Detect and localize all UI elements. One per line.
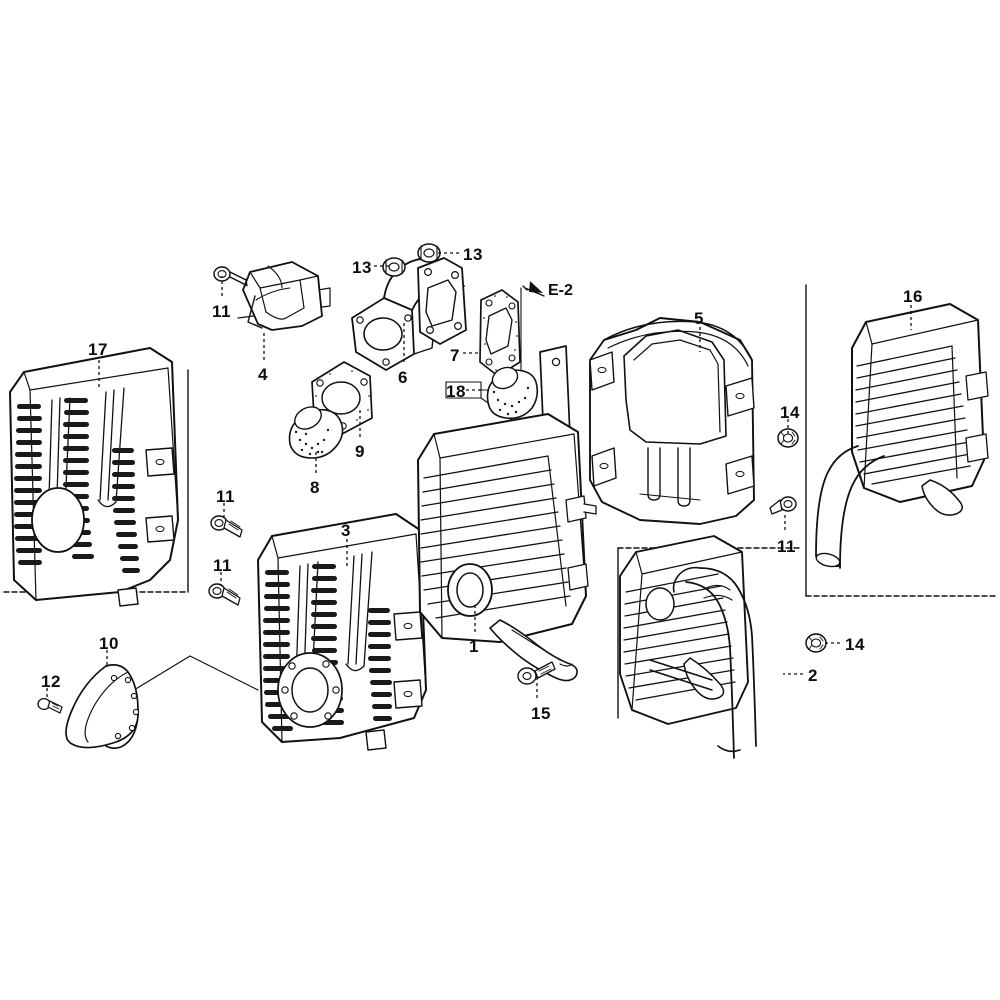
part-11-flange-bolt-d — [769, 496, 797, 515]
callout-11: 11 — [777, 537, 796, 556]
part-15-flange-bolt-long — [517, 661, 556, 685]
callout-3: 3 — [341, 521, 351, 540]
callout-11: 11 — [212, 302, 231, 321]
callout-12: 12 — [41, 672, 61, 691]
part-11-flange-bolt-b — [210, 515, 243, 538]
part-1-muffler-body — [417, 413, 597, 682]
part-14-lock-nut-b — [805, 633, 827, 653]
part-3-muffler-protector-left — [257, 513, 427, 751]
part-13-hex-nut-b — [417, 243, 441, 263]
part-4-exhaust-shroud — [242, 261, 323, 331]
callout-14: 14 — [780, 403, 800, 422]
callout-1: 1 — [469, 637, 479, 656]
callout-16: 16 — [903, 287, 923, 306]
group-boundary-right — [805, 284, 997, 597]
callout-17: 17 — [88, 340, 108, 359]
part-10-spark-arrester — [65, 664, 140, 750]
part-6-exhaust-manifold — [351, 257, 467, 371]
callout-6: 6 — [398, 368, 408, 387]
callout-14: 14 — [845, 635, 865, 654]
callout-8: 8 — [310, 478, 320, 497]
part-12-screw-small — [37, 697, 63, 714]
callout-13: 13 — [463, 245, 483, 264]
callout-4: 4 — [258, 365, 268, 384]
part-17-muffler-protector-right — [9, 347, 179, 607]
part-7-exhaust-gasket — [479, 281, 545, 379]
callout-7: 7 — [450, 346, 460, 365]
leader-polyline-spark-arrester — [133, 655, 259, 691]
part-2-exhaust-pipe-assembly — [619, 535, 757, 759]
part-11-flange-bolt-c — [208, 583, 241, 606]
part-14-lock-nut-a — [777, 428, 799, 448]
part-8-muffler-packing-left — [288, 406, 344, 459]
callout-18: 18 — [446, 382, 466, 401]
callout-e-2: E-2 — [548, 282, 573, 299]
callout-10: 10 — [99, 634, 119, 653]
part-11-flange-bolt-a — [213, 266, 248, 287]
callout-2: 2 — [808, 666, 818, 685]
callout-11: 11 — [216, 487, 235, 506]
callout-9: 9 — [355, 442, 365, 461]
part-5-muffler-guard — [589, 317, 755, 525]
callout-15: 15 — [531, 704, 551, 723]
part-13-hex-nut-a — [382, 257, 406, 277]
callout-11: 11 — [213, 556, 232, 575]
callout-5: 5 — [694, 309, 704, 328]
callout-13: 13 — [352, 258, 372, 277]
part-16-muffler-assembly-right — [815, 303, 989, 569]
